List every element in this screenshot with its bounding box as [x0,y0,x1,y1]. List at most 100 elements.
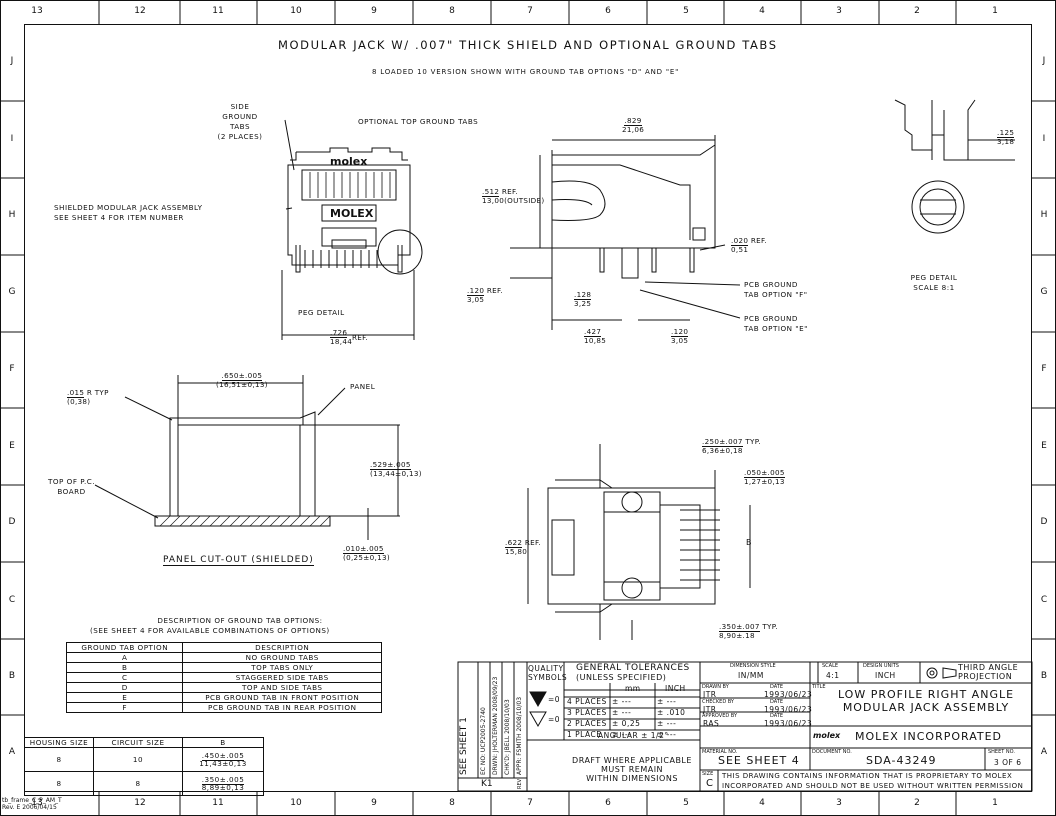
quality-symbol-1: =0 [548,695,561,704]
tol-inch: ± --- [657,730,677,739]
zone-row-label: A [8,747,16,757]
zone-row-label: F [9,364,15,374]
dim-style: IN/MM [738,671,764,680]
zone-row-label: I [1042,134,1046,144]
tol-mm: ± --- [612,697,632,706]
zone-col-label: 2 [914,798,920,808]
tol-places: 4 PLACES [567,697,607,706]
zone-col-label: 3 [836,798,842,808]
table-header: B [182,737,264,748]
drawn-rev: DRWN: JHOLTERMAN 2008/09/23 [492,676,499,775]
drawn-date: 1993/06/23 [764,690,813,699]
general-tolerances: GENERAL TOLERANCES [576,663,690,673]
zone-col-label: 2 [914,6,920,16]
zone-row-label: J [10,56,14,66]
tol-mm: ± 0,25 [612,719,641,728]
units-label: DESIGN UNITS [863,663,899,669]
zone-col-label: 1 [992,798,998,808]
zone-col-label: 13 [31,798,43,808]
zone-col-label: 4 [759,6,765,16]
zone-col-label: 1 [992,6,998,16]
title-label: TITLE [812,684,826,690]
unless-specified: (UNLESS SPECIFIED) [576,673,667,682]
molex-logo-top: molex [330,155,368,168]
table-header: HOUSING SIZE [24,737,94,748]
material-label: MATERIAL NO. [702,749,738,755]
panel-label: PANEL [350,382,376,391]
zone-col-label: 12 [134,798,146,808]
date-label-1: DATE [770,684,784,690]
drawing-subtitle: 8 LOADED 10 VERSION SHOWN WITH GROUND TA… [372,68,680,76]
bottom-b-label: B [746,538,752,547]
zone-col-label: 7 [527,798,533,808]
checked-by-label: CHECKED BY [702,699,734,705]
sheet-label: SHEET NO. [988,749,1015,755]
dim-style-label: DIMENSION STYLE [730,663,776,669]
date-label-3: DATE [770,713,784,719]
zone-col-label: 4 [759,798,765,808]
side-height-dim: .512 REF.13,00(OUTSIDE) [482,187,545,205]
zone-col-label: 7 [527,6,533,16]
ground-tab-subheading: (SEE SHEET 4 FOR AVAILABLE COMBINATIONS … [90,626,330,635]
ec-number: EC NO: UCP2005-2740 [480,707,487,775]
zone-col-label: 8 [449,6,455,16]
bottom-height-dim: .622 REF.15,80 [505,538,541,556]
table-header: GROUND TAB OPTION [65,642,184,653]
zone-row-label: C [8,595,16,605]
zone-col-label: 9 [371,798,377,808]
checked-by: JTR [703,705,717,714]
tol-mm: ± --- [612,708,632,717]
units-value: INCH [875,671,896,680]
rev-label: REV [517,778,523,789]
pcb-top-label: TOP OF P.C.BOARD [48,477,96,496]
zone-row-label: B [8,671,16,681]
checked-rev: CHK'D: JBELL 2008/10/03 [504,699,511,775]
front-width-ref: REF. [352,333,368,342]
zone-col-label: 12 [134,6,146,16]
tol-inch-header: INCH [665,684,686,693]
table-header: CIRCUIT SIZE [93,737,183,748]
drawing-title: MODULAR JACK W/ .007" THICK SHIELD AND O… [278,38,778,52]
zone-row-label: F [1041,364,1047,374]
table-header: DESCRIPTION [182,642,382,653]
zone-row-label: E [1041,441,1047,451]
tol-places: 2 PLACES [567,719,607,728]
material-no: SEE SHEET 4 [718,754,800,767]
tol-places: 1 PLACE [567,730,602,739]
quality-symbols: QUALITY SYMBOLS [528,664,568,682]
tol-places: 3 PLACES [567,708,607,717]
panel-width-dim: .650±.005(16,51±0,13) [216,371,268,389]
company-name: MOLEX INCORPORATED [855,730,1003,743]
zone-row-label: D [1040,517,1048,527]
document-label: DOCUMENT NO. [812,749,852,755]
quality-symbol-2: =0 [548,715,561,724]
tol-mm-header: mm [625,684,641,693]
scale-label: SCALE [822,663,839,669]
zone-col-label: 11 [212,798,224,808]
side-tab-dim: .020 REF.0,51 [731,236,767,254]
side-view [281,135,741,340]
document-no: SDA-43249 [866,754,937,767]
date-label-2: DATE [770,699,784,705]
peg-detail-callout: PEG DETAIL [298,308,345,317]
approved-by: RAS [703,719,720,728]
